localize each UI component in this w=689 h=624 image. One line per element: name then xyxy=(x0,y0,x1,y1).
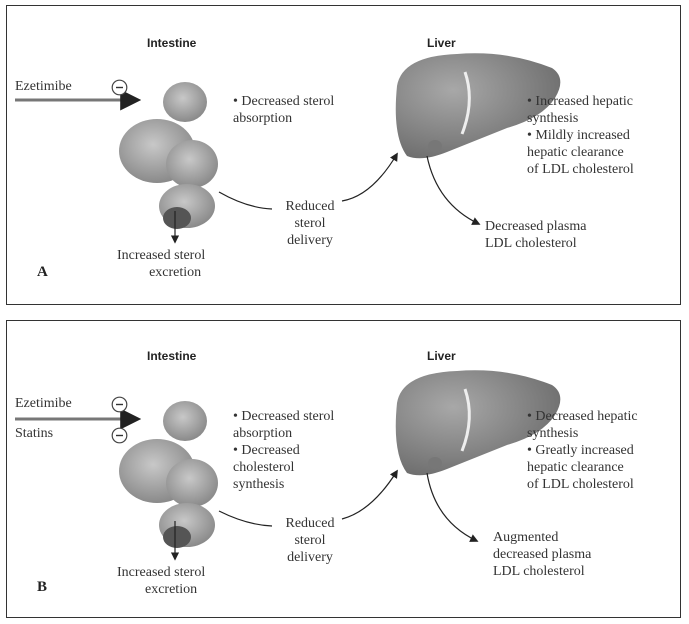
liver-illustration xyxy=(395,370,561,476)
panel-b: B Intestine Liver Ezetimibe Statins • De… xyxy=(6,320,681,618)
plasma-arrow xyxy=(426,155,481,225)
panel-label: A xyxy=(37,264,48,280)
delivery-arrow-out xyxy=(341,152,398,202)
delivery-arrow-out xyxy=(341,469,398,520)
drug-label-ezetimibe: Ezetimibe xyxy=(15,79,72,94)
delivery-arrow-in xyxy=(218,510,273,527)
inhibit-icon xyxy=(111,427,128,444)
panel-a-artwork xyxy=(15,53,561,244)
liver-heading: Liver xyxy=(427,36,456,50)
liver-illustration xyxy=(395,53,561,159)
plasma-arrow xyxy=(426,472,479,542)
intestine-heading: Intestine xyxy=(147,349,197,363)
liver-heading: Liver xyxy=(427,349,456,363)
intestine-illustration xyxy=(119,82,218,229)
intestine-heading: Intestine xyxy=(147,36,197,50)
drug-label-ezetimibe: Ezetimibe xyxy=(15,396,72,411)
drug-label-statins: Statins xyxy=(15,426,54,441)
inhibit-icon xyxy=(111,396,128,413)
delivery-arrow-in xyxy=(218,191,273,210)
panel-a: A Intestine Liver Ezetimibe • Decreased … xyxy=(6,5,681,305)
inhibit-icon xyxy=(111,79,128,96)
panel-b-artwork xyxy=(15,370,561,561)
intestine-illustration xyxy=(119,401,218,548)
panel-label: B xyxy=(37,579,48,595)
